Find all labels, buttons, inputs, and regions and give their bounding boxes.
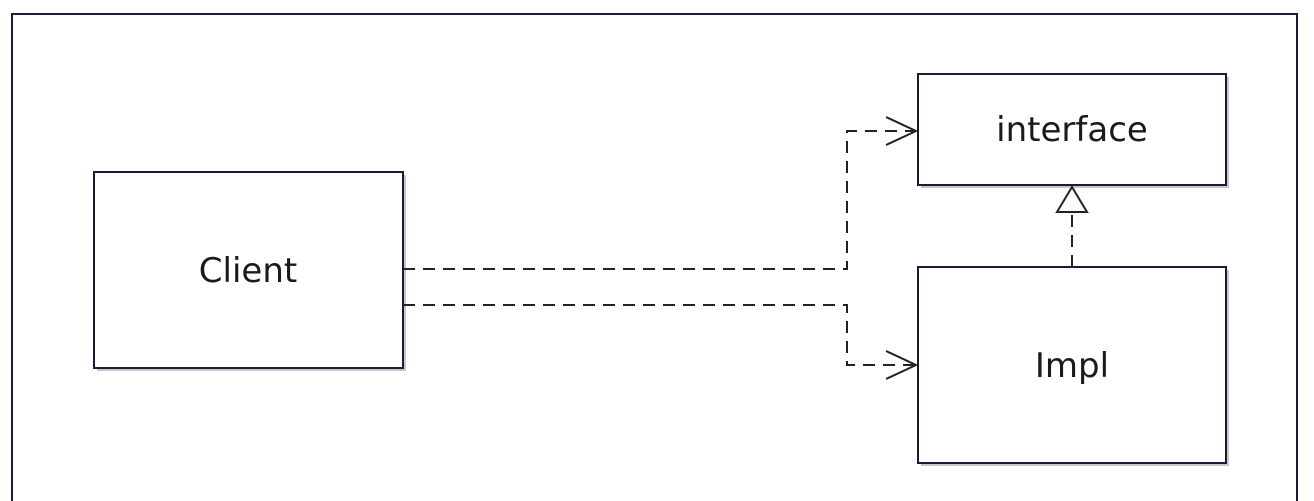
edge-client-impl bbox=[403, 304, 919, 380]
interface-node-rect bbox=[917, 73, 1227, 186]
impl-node-label: Impl bbox=[1035, 346, 1109, 386]
client-node[interactable]: Client bbox=[93, 171, 406, 371]
edge-client-interface-line bbox=[403, 130, 914, 270]
impl-node-rect bbox=[917, 266, 1227, 464]
client-node-rect bbox=[93, 171, 404, 369]
client-node-label: Client bbox=[199, 251, 297, 291]
hollow-triangle-arrow-icon bbox=[1055, 185, 1089, 213]
edge-client-impl-line bbox=[403, 304, 914, 366]
interface-node[interactable]: interface bbox=[917, 73, 1229, 188]
edge-client-interface bbox=[403, 116, 919, 270]
interface-node-label: interface bbox=[996, 110, 1148, 150]
open-arrow-head-icon bbox=[885, 116, 919, 146]
open-arrow-head-icon bbox=[885, 350, 919, 380]
edge-impl-interface bbox=[1055, 185, 1089, 267]
impl-node[interactable]: Impl bbox=[917, 266, 1229, 466]
